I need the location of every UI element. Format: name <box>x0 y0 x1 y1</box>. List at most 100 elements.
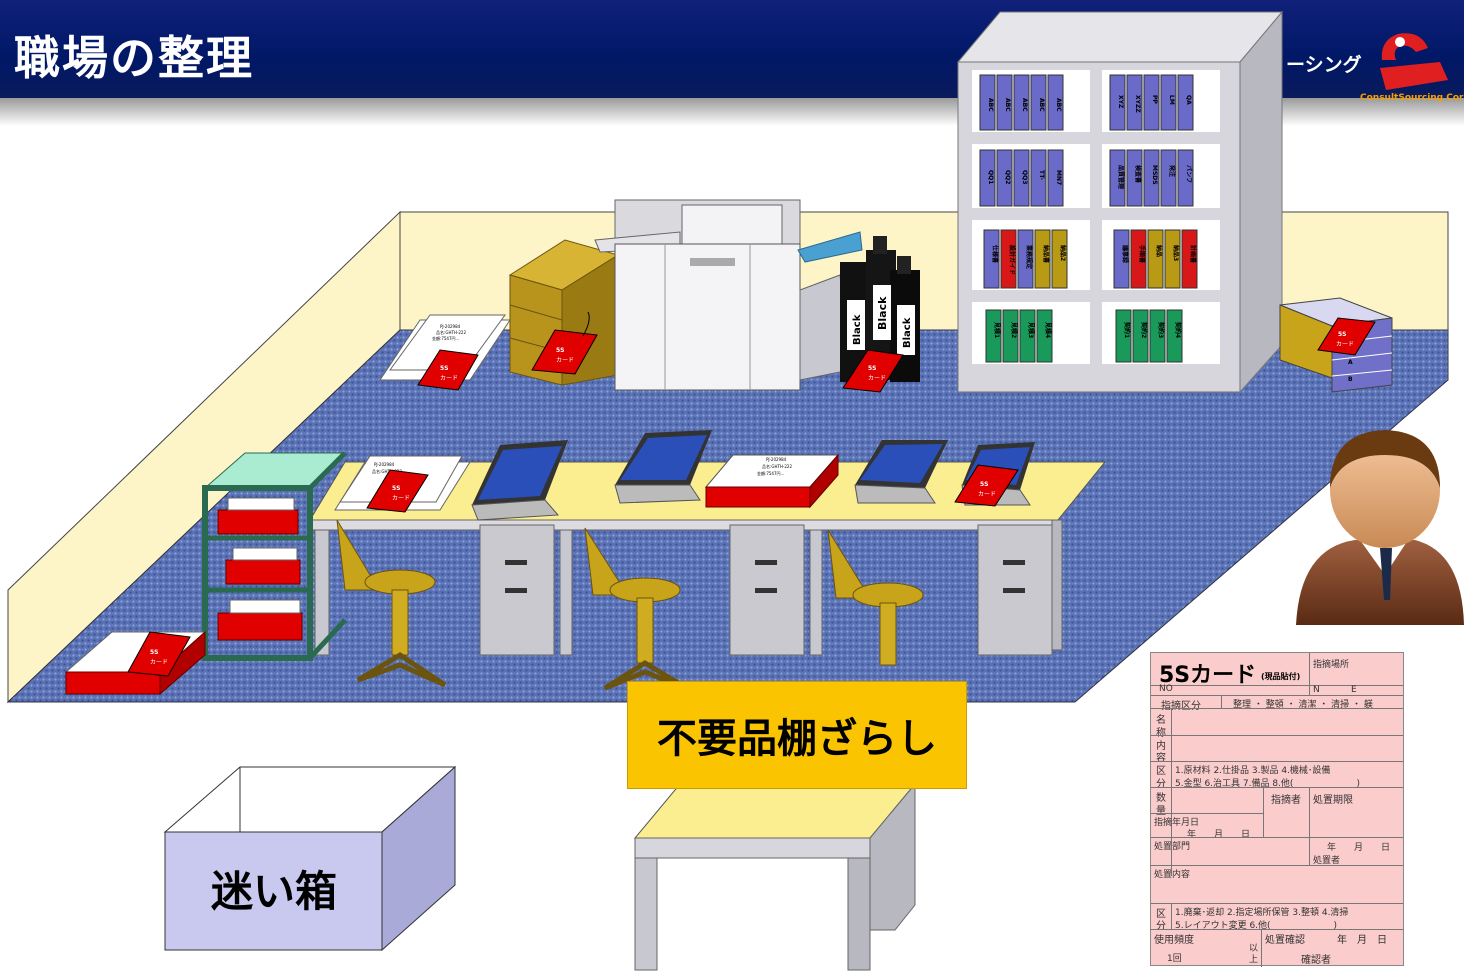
card-class-line2: 5.金型 6.治工具 7.備品 8.他( ) <box>1175 779 1360 789</box>
card-once: 1回 <box>1167 954 1182 964</box>
card-pointer: 指摘者 <box>1271 795 1301 806</box>
card-ymd: 年 月 日 <box>1187 830 1251 840</box>
card-title: 5Sカード <box>1159 663 1257 688</box>
card-e: E <box>1351 685 1357 695</box>
tag-sub: カード <box>1336 341 1354 348</box>
5s-tag: 5S カード <box>366 469 429 513</box>
binder-label: ABC <box>1055 98 1062 112</box>
binder-label: 契約3 <box>1157 321 1165 338</box>
tag-sub: カード <box>440 375 458 382</box>
binder-label: 納品 <box>1155 245 1163 257</box>
company-name-partial: ーシング <box>1286 54 1362 76</box>
binder-label: 見積1 <box>993 321 1001 338</box>
5s-tag: 5S カード <box>531 311 598 375</box>
binder-label: 納品2 <box>1059 245 1067 261</box>
binder-label: 見積2 <box>1010 321 1018 338</box>
page-title: 職場の整理 <box>14 31 254 85</box>
binder-label: QQ1 <box>987 170 994 184</box>
tag-label: 5S <box>150 649 159 656</box>
binder-label: 検査書 <box>1134 165 1142 183</box>
document-tray: PJ-202984 品名:GHTH-222 金額:7547円... <box>704 453 840 509</box>
document-text: 品名:GHTH-222 <box>372 468 402 474</box>
card-name-b: 称 <box>1156 728 1166 739</box>
chair <box>336 519 447 688</box>
chair <box>827 529 924 666</box>
binder-label: ABC <box>987 98 994 112</box>
binder-label: 計画書 <box>1189 245 1197 263</box>
toner-label: Black <box>852 314 863 345</box>
binder-label: 納品書 <box>1042 245 1050 263</box>
laptop <box>471 440 568 521</box>
lost-box <box>163 765 457 952</box>
binder-stack-label: A <box>1348 359 1353 366</box>
card-deadline: 処置期限 <box>1313 795 1353 806</box>
binder-label: XYZ <box>1117 95 1124 109</box>
card-qty-b: 量 <box>1156 806 1166 817</box>
card-point-date: 指摘年月日 <box>1154 818 1200 828</box>
binder-label: QQ2 <box>1004 170 1011 184</box>
document-text: 金額:7547円... <box>432 335 459 341</box>
5s-tag: 5S カード <box>127 631 191 677</box>
5s-tag: 5S カード <box>842 349 904 393</box>
binder-stack-label: B <box>1348 376 1353 383</box>
tag-sub: カード <box>978 491 996 498</box>
cardboard-boxes <box>508 239 620 386</box>
toner-label: Black <box>902 317 913 348</box>
company-logo <box>1380 33 1448 90</box>
document-text: PJ-202984 <box>766 457 787 462</box>
binder-label: 見積3 <box>1027 321 1035 338</box>
5s-tag: 5S カード <box>417 349 479 391</box>
card-ymd3: 年 月 日 <box>1337 935 1387 946</box>
card-confirm: 処置確認 <box>1265 935 1305 946</box>
5s-card: 5Sカード (現品貼付) 指摘場所 NO N E 指摘区分 整理 ・ 整頓 ・ … <box>1150 652 1404 967</box>
binder-label: ABC <box>1021 98 1028 112</box>
binder-stack: A B <box>1279 297 1393 393</box>
binder-label: PP <box>1151 95 1158 104</box>
unneeded-items-sign: 不要品棚ざらし <box>627 681 967 789</box>
laptop <box>614 430 712 504</box>
card-no: NO <box>1159 684 1173 694</box>
lost-box-label: 迷い箱 <box>210 867 337 916</box>
5s-tag: 5S カード <box>1317 317 1376 356</box>
document-text: 品名:GHTH-222 <box>436 329 466 335</box>
tag-label: 5S <box>980 481 989 488</box>
binder-label: LM <box>1168 95 1175 105</box>
card-class-a: 区 <box>1156 766 1166 777</box>
binder-label: 契約4 <box>1174 321 1182 338</box>
binder-label: 業務規定 <box>1025 244 1033 269</box>
card-class-b: 分 <box>1156 779 1166 790</box>
5s-tag: 5S カード <box>954 464 1019 507</box>
document-text: 品名:GHTH-222 <box>762 463 792 469</box>
card-above-b: 上 <box>1249 955 1259 965</box>
binder-label: MSDS <box>1151 165 1158 185</box>
card-title-note: (現品貼付) <box>1261 672 1301 681</box>
tag-sub: カード <box>150 659 168 666</box>
card-act-b: 分 <box>1156 921 1166 932</box>
card-name-a: 名 <box>1156 715 1166 726</box>
card-place: 指摘場所 <box>1313 660 1350 670</box>
binder-label: XYZZ <box>1134 95 1141 113</box>
tag-label: 5S <box>1338 331 1347 338</box>
card-action: 処置内容 <box>1154 870 1191 880</box>
binder-label: ABC <box>1004 98 1011 112</box>
binder-label: 発注 <box>1168 165 1176 177</box>
tag-sub: カード <box>556 357 574 364</box>
copy-machine <box>594 199 863 391</box>
tag-sub: カード <box>392 495 410 502</box>
binder-label: TT- <box>1038 170 1045 180</box>
tag-label: 5S <box>868 365 877 372</box>
document-text: PJ-202984 <box>440 324 461 329</box>
binder-label: 設計ガイド <box>1008 245 1016 275</box>
card-act-line1: 1.廃棄･返却 2.指定場所保管 3.整頓 4.清掃 <box>1175 908 1349 918</box>
card-handler: 処置者 <box>1313 856 1341 866</box>
holding-table <box>633 782 917 971</box>
card-act-a: 区 <box>1156 909 1166 920</box>
binder-label: 見積4 <box>1044 321 1052 338</box>
person-icon <box>1296 430 1464 625</box>
tag-label: 5S <box>392 485 401 492</box>
card-class-line1: 1.原材料 2.仕掛品 3.製品 4.機械･設備 <box>1175 766 1331 776</box>
binder-label: 納品3 <box>1172 245 1180 261</box>
binder-label: 議事録 <box>1121 245 1129 264</box>
binder-label: QQ3 <box>1021 170 1028 184</box>
